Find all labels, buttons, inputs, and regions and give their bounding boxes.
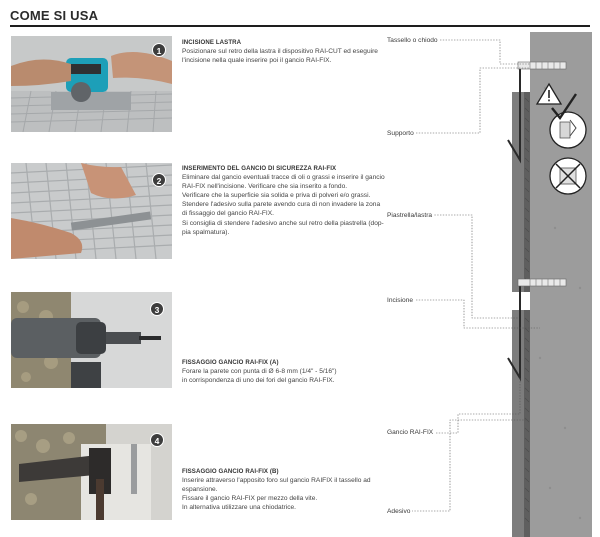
drilling-image: [11, 292, 172, 388]
step-3-photo: 3: [11, 292, 172, 388]
step-4-line: Fissare il gancio RAI-FIX per mezzo dell…: [182, 495, 318, 503]
step-4-photo: 4: [11, 424, 172, 520]
step-4-line: Inserire attraverso l'apposito foro sul …: [182, 477, 371, 485]
lower-tile: [512, 310, 524, 537]
cross-icon: [549, 157, 587, 195]
cross-section-diagram: [406, 32, 592, 537]
bottom-screw: [517, 278, 567, 287]
page-title: COME SI USA: [10, 8, 99, 23]
step-4-badge: 4: [150, 433, 164, 447]
warning-icon: [535, 82, 563, 105]
step-3-badge: 3: [150, 302, 164, 316]
check-icon: [549, 93, 587, 149]
step-1-badge: 1: [152, 43, 166, 57]
step-3-text: FISSAGGIO GANCIO RAI-FIX (A) Forare la p…: [182, 358, 384, 385]
leader-supporto: [416, 67, 530, 134]
adhesive-lower: [524, 310, 530, 537]
step-2-line: Si consiglia di stendere l'adesivo anche…: [182, 219, 384, 227]
step-1-heading: INCISIONE LASTRA: [182, 39, 242, 46]
step-2-line: Stendere l'adesivo sulla parete avendo c…: [182, 201, 381, 209]
step-1-photo: 1: [11, 36, 172, 132]
step-2-line: Eliminare dal gancio eventuali tracce di…: [182, 174, 385, 182]
step-3-line: in corrispondenza di uno dei fori del ga…: [182, 377, 335, 385]
label-tassello: Tassello o chiodo: [387, 37, 440, 44]
leader-piastrella: [426, 214, 518, 319]
step-3-line: Forare la parete con punta di Ø 6-8 mm (…: [182, 368, 337, 376]
step-4-line: espansione.: [182, 486, 218, 494]
step-2-badge: 2: [152, 173, 166, 187]
step-2-photo: 2: [11, 163, 172, 259]
step-2-text: INSERIMENTO DEL GANCIO DI SICUREZZA RAI-…: [182, 164, 385, 237]
fixing-image: [11, 424, 172, 520]
top-screw: [517, 61, 567, 70]
label-piastrella: Piastrella/lastra: [387, 212, 435, 219]
title-divider: [10, 25, 590, 27]
hook-insertion-image: [11, 163, 172, 259]
leader-tassello: [440, 39, 530, 65]
step-2-heading: INSERIMENTO DEL GANCIO DI SICUREZZA RAI-…: [182, 165, 337, 172]
adhesive-upper: [524, 92, 530, 292]
label-gancio: Gancio RAI-FIX: [387, 429, 436, 436]
label-adesivo: Adesivo: [387, 508, 413, 515]
label-incisione: Incisione: [387, 297, 416, 304]
step-2-line: pia spalmatura).: [182, 228, 230, 236]
step-1-text: INCISIONE LASTRA Posizionare sul retro d…: [182, 38, 384, 65]
leader-incisione: [416, 299, 540, 329]
cutting-tool-image: [11, 36, 172, 132]
leader-gancio: [422, 378, 521, 434]
step-1-line: Posizionare sul retro della lastra il di…: [182, 48, 378, 56]
step-2-line: RAI-FIX nell'incisione. Verificare che s…: [182, 183, 348, 191]
step-1-line: l'incisione nella quale inserire poi il …: [182, 57, 332, 65]
label-supporto: Supporto: [387, 130, 416, 137]
step-3-heading: FISSAGGIO GANCIO RAI-FIX (A): [182, 359, 279, 366]
step-2-line: di fissaggio del gancio RAI-FIX.: [182, 210, 274, 218]
step-4-line: In alternativa utilizzare una chiodatric…: [182, 504, 296, 512]
step-2-line: Verificare che la superficie sia solida …: [182, 192, 371, 200]
step-4-text: FISSAGGIO GANCIO RAI-FIX (B) Inserire at…: [182, 467, 384, 512]
step-4-heading: FISSAGGIO GANCIO RAI-FIX (B): [182, 468, 279, 475]
upper-tile: [512, 92, 524, 292]
